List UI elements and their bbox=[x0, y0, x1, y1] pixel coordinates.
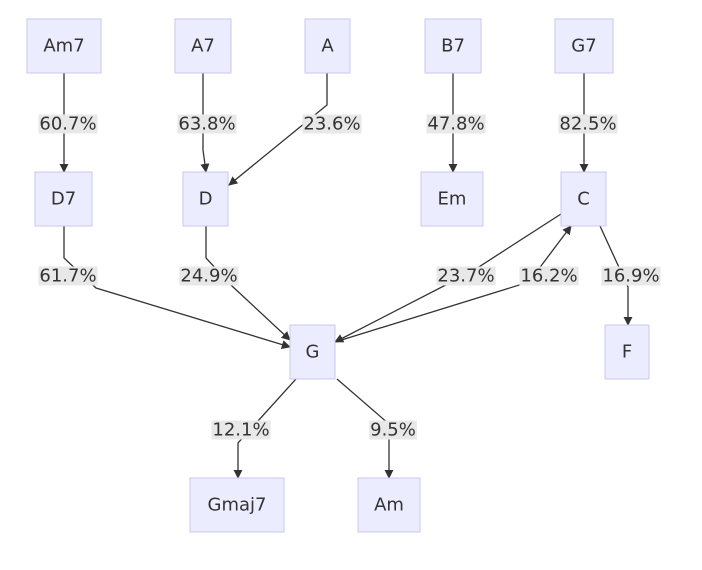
edge-c-to-f bbox=[599, 225, 633, 326]
node-box bbox=[424, 18, 482, 74]
edge-label-background bbox=[211, 420, 271, 440]
node-label: F bbox=[622, 342, 632, 363]
node-box bbox=[604, 324, 650, 380]
edge-label-background bbox=[177, 114, 237, 134]
edge-label-g-to-gmaj7: 12.1% bbox=[211, 420, 271, 441]
node-d7: D7 bbox=[34, 171, 93, 227]
edge-label-background bbox=[369, 420, 417, 440]
node-g: G bbox=[289, 324, 336, 380]
edge-label-am7-to-d7: 60.7% bbox=[38, 114, 98, 135]
node-box bbox=[34, 171, 93, 227]
node-label: Em bbox=[438, 189, 467, 210]
edge-label-background bbox=[436, 266, 496, 286]
node-box bbox=[357, 477, 421, 533]
edge-label-g-to-am: 9.5% bbox=[369, 420, 417, 441]
edge-label-text: 16.2% bbox=[520, 266, 577, 287]
node-label: A bbox=[321, 36, 334, 57]
edge-label-g7-to-c: 82.5% bbox=[558, 114, 618, 135]
node-gmaj7: Gmaj7 bbox=[189, 477, 285, 533]
edge-label-text: 47.8% bbox=[427, 114, 484, 135]
edge-a7-to-d bbox=[200, 73, 210, 173]
node-g7: G7 bbox=[554, 18, 614, 74]
node-box bbox=[182, 171, 229, 227]
node-label: D7 bbox=[51, 189, 76, 210]
node-am7: Am7 bbox=[26, 18, 102, 74]
node-am: Am bbox=[357, 477, 421, 533]
edge-label-background bbox=[38, 266, 98, 286]
node-box bbox=[304, 18, 351, 74]
edge-label-background bbox=[426, 114, 486, 134]
edge-label-a-to-d: 23.6% bbox=[302, 114, 362, 135]
edge-label-background bbox=[38, 114, 98, 134]
edge-label-text: 16.9% bbox=[602, 266, 659, 287]
edge-label-text: 63.8% bbox=[178, 114, 235, 135]
edge-label-text: 23.7% bbox=[437, 266, 494, 287]
node-label: G bbox=[306, 342, 320, 363]
node-label: Am7 bbox=[43, 36, 84, 57]
node-f: F bbox=[604, 324, 650, 380]
edge-label-text: 60.7% bbox=[39, 114, 96, 135]
node-em: Em bbox=[420, 171, 484, 227]
edge-label-c-to-g: 23.7% bbox=[436, 266, 496, 287]
edge-label-b7-to-em: 47.8% bbox=[426, 114, 486, 135]
node-box bbox=[174, 18, 232, 74]
node-box bbox=[560, 171, 607, 227]
edge-label-a7-to-d: 63.8% bbox=[177, 114, 237, 135]
node-label: Am bbox=[374, 495, 404, 516]
node-box bbox=[289, 324, 336, 380]
edge-label-d-to-g: 24.9% bbox=[179, 266, 239, 287]
edge-label-text: 24.9% bbox=[180, 266, 237, 287]
edge-label-text: 9.5% bbox=[370, 420, 416, 441]
node-box bbox=[189, 477, 285, 533]
node-label: A7 bbox=[191, 36, 215, 57]
node-label: G7 bbox=[571, 36, 596, 57]
edge-d7-to-g bbox=[63, 226, 291, 349]
node-box bbox=[26, 18, 102, 74]
edge-g-to-gmaj7 bbox=[233, 378, 297, 479]
edge-label-background bbox=[179, 266, 239, 286]
edge-label-d7-to-g: 61.7% bbox=[38, 266, 98, 287]
edge-a-to-d bbox=[228, 73, 328, 186]
node-box bbox=[420, 171, 484, 227]
edge-label-background bbox=[302, 114, 362, 134]
edge-label-g-to-c: 16.2% bbox=[519, 266, 579, 287]
edge-label-text: 61.7% bbox=[39, 266, 96, 287]
edge-label-text: 82.5% bbox=[559, 114, 616, 135]
edge-labels-layer: 60.7% 63.8% 23.6% 47.8% 82.5% 61.7% 24.9% 23.7%… bbox=[38, 114, 661, 441]
node-label: B7 bbox=[441, 36, 465, 57]
node-label: C bbox=[577, 189, 590, 210]
edge-label-background bbox=[519, 266, 579, 286]
node-label: D bbox=[199, 189, 213, 210]
node-c: C bbox=[560, 171, 607, 227]
edge-label-background bbox=[601, 266, 661, 286]
edge-label-text: 12.1% bbox=[212, 420, 269, 441]
node-box bbox=[554, 18, 614, 74]
edge-label-c-to-f: 16.9% bbox=[601, 266, 661, 287]
edge-label-text: 23.6% bbox=[303, 114, 360, 135]
edge-label-background bbox=[558, 114, 618, 134]
node-a7: A7 bbox=[174, 18, 232, 74]
node-d: D bbox=[182, 171, 229, 227]
node-a: A bbox=[304, 18, 351, 74]
node-label: Gmaj7 bbox=[208, 495, 267, 516]
node-b7: B7 bbox=[424, 18, 482, 74]
